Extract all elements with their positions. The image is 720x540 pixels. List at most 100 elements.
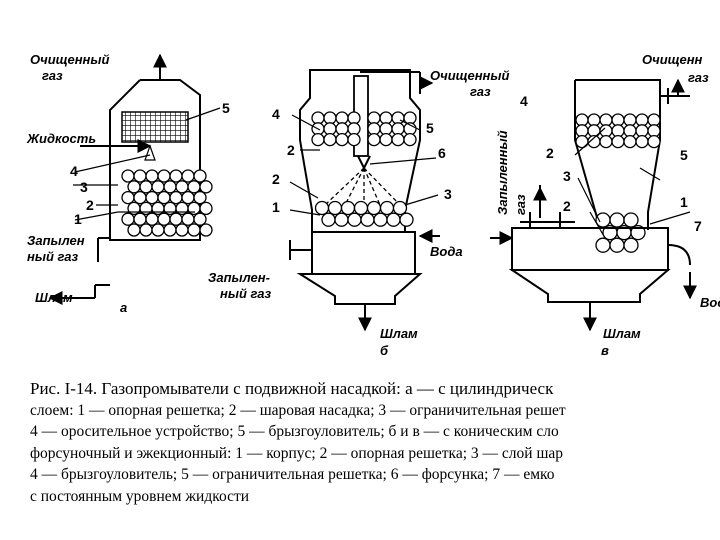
c-ball-packing — [595, 212, 646, 253]
packing-ball — [635, 134, 649, 149]
b-ball-packing — [314, 200, 414, 227]
packing-ball — [175, 180, 189, 194]
a-outlet-pipe — [150, 65, 170, 81]
packing-ball — [335, 132, 349, 147]
packing-ball — [323, 132, 337, 147]
b-gas-in-label-2: ный газ — [220, 286, 272, 301]
a-liquid-label: Жидкость — [26, 131, 96, 146]
packing-ball — [347, 132, 361, 147]
packing-ball — [139, 223, 153, 237]
c-letter: в — [601, 343, 609, 358]
packing-ball — [334, 212, 349, 227]
packing-ball — [139, 180, 153, 194]
c-gas-in-label-2: газ — [513, 194, 528, 215]
packing-ball — [403, 132, 417, 147]
c-body — [574, 79, 661, 230]
c-gas-out-label-1: Очищенн — [642, 52, 703, 67]
b-num-4: 4 — [272, 106, 280, 122]
packing-ball — [623, 237, 639, 253]
packing-ball — [399, 212, 414, 227]
c-hopper — [508, 269, 671, 303]
b-num-6: 6 — [438, 145, 446, 161]
packing-ball — [193, 212, 207, 226]
scrubber-a: Очищенный газ Жидкость Запылен ный газ Ш… — [26, 52, 230, 315]
caption-line-1: Рис. I-14. Газопромыватели с подвижной н… — [30, 379, 554, 398]
caption-line-2: слоем: 1 — опорная решетка; 2 — шаровая … — [30, 401, 566, 419]
c-num-2a: 2 — [546, 145, 554, 161]
packing-ball — [575, 134, 589, 149]
packing-ball — [181, 169, 195, 183]
scrubber-diagram: Очищенный газ Жидкость Запылен ный газ Ш… — [26, 52, 720, 358]
b-mist-eliminator-balls — [311, 111, 417, 147]
a-sprinkler — [144, 144, 156, 161]
packing-ball — [379, 132, 393, 147]
a-num-4: 4 — [70, 163, 78, 179]
packing-ball — [386, 212, 401, 227]
packing-ball — [367, 132, 381, 147]
c-num-4: 4 — [520, 93, 528, 109]
packing-ball — [169, 169, 183, 183]
packing-ball — [321, 212, 336, 227]
b-gas-out-label-1: Очищенный — [430, 68, 510, 83]
packing-ball — [121, 169, 135, 183]
packing-ball — [157, 212, 171, 226]
packing-ball — [353, 200, 369, 216]
packing-ball — [181, 190, 195, 205]
packing-ball — [157, 190, 171, 205]
a-inlet-pipe — [97, 237, 110, 262]
c-overflow-pipe — [667, 244, 691, 266]
b-num-3: 3 — [444, 186, 452, 202]
packing-ball — [133, 212, 147, 226]
c-sludge-label: Шлам — [603, 326, 641, 341]
packing-ball — [151, 180, 165, 194]
packing-ball — [392, 200, 408, 216]
b-spray-cone — [324, 167, 401, 206]
packing-ball — [609, 237, 625, 253]
a-letter: а — [120, 300, 127, 315]
a-gas-in-label-2: ный газ — [27, 249, 79, 264]
packing-ball — [163, 223, 177, 237]
packing-ball — [366, 200, 382, 216]
a-sludge-label: Шлам — [35, 290, 73, 305]
packing-ball — [623, 212, 639, 228]
packing-ball — [127, 223, 141, 237]
c-gas-out-label-2: газ — [688, 70, 709, 85]
a-num-2: 2 — [86, 197, 94, 213]
a-gas-in-label-1: Запылен — [27, 233, 85, 248]
packing-ball — [181, 212, 195, 226]
packing-ball — [340, 200, 356, 216]
packing-ball — [157, 169, 171, 183]
b-gas-in-label-1: Запылен- — [208, 270, 270, 285]
packing-ball — [169, 212, 183, 226]
packing-ball — [595, 237, 611, 253]
c-water-label: Вод — [700, 295, 720, 310]
b-water-label: Вода — [430, 244, 463, 259]
c-gas-in-label-1: Запыленный — [495, 130, 510, 215]
a-sludge-pipe — [50, 285, 110, 298]
c-num-7: 7 — [694, 218, 702, 234]
b-num-5: 5 — [426, 120, 434, 136]
packing-ball — [373, 212, 388, 227]
a-ball-packing — [121, 169, 213, 237]
packing-ball — [199, 201, 213, 216]
packing-ball — [121, 190, 135, 205]
b-num-1: 1 — [272, 199, 280, 215]
packing-ball — [391, 132, 405, 147]
a-gas-out-label-1: Очищенный — [30, 52, 110, 67]
packing-ball — [379, 200, 395, 216]
packing-ball — [121, 212, 135, 226]
packing-ball — [163, 180, 177, 194]
b-inlet — [289, 240, 312, 260]
packing-ball — [145, 169, 159, 183]
packing-ball — [199, 223, 213, 237]
caption-line-3: 4 — оросительное устройство; 5 — брызгоу… — [30, 423, 559, 440]
packing-ball — [175, 223, 189, 237]
scrubber-c: Очищенн газ Запыленный газ Вод Шлам в 4 … — [490, 52, 720, 358]
a-num-1: 1 — [74, 211, 82, 227]
a-num-5: 5 — [222, 100, 230, 116]
packing-ball — [187, 223, 201, 237]
packing-ball — [169, 190, 183, 205]
packing-ball — [193, 169, 207, 183]
packing-ball — [151, 223, 165, 237]
c-outlet — [660, 88, 690, 104]
